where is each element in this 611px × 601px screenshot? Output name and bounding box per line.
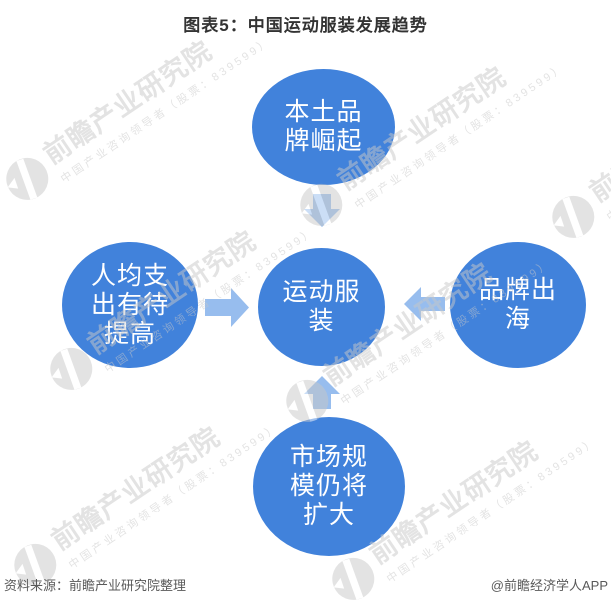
- left-arrow-shape: [404, 287, 445, 321]
- watermark-subtext: 中国产业咨询领导者（股票：839599）: [58, 35, 274, 186]
- diagram-node-bottom: 市场规 模仍将 扩大: [253, 417, 405, 556]
- diagram-node-top: 本土品 牌崛起: [252, 69, 395, 185]
- watermark-text: 前瞻产业研究院: [46, 421, 226, 556]
- chart-title: 图表5：中国运动服装发展趋势: [183, 16, 428, 35]
- diagram-node-center: 运动服 装: [258, 248, 385, 366]
- left-arrow-icon: [404, 287, 445, 321]
- up-arrow-shape: [304, 376, 340, 409]
- right-arrow-shape: [205, 288, 249, 327]
- watermark: 前瞻产业研究院 中国产业咨询领导者（股票：839599）: [2, 385, 282, 600]
- watermark-subtext: 中国产业咨询领导者（股票：839599）: [66, 421, 282, 572]
- watermark-text: 前瞻产业研究院: [584, 73, 611, 208]
- down-arrow-shape: [304, 194, 340, 227]
- right-arrow-icon: [205, 288, 249, 327]
- up-arrow-icon: [304, 376, 340, 409]
- watermark-subtext: 中国产业咨询领导者（股票：839599）: [384, 435, 600, 586]
- credit-note: @前瞻经济学人APP: [490, 578, 608, 593]
- qianzhan-logo-icon: [332, 557, 374, 600]
- qianzhan-logo-icon: [5, 157, 48, 200]
- source-note: 资料来源：前瞻产业研究院整理: [4, 578, 187, 593]
- watermark: 前瞻产业研究院 中国产业咨询领导者（股票：839599）: [540, 37, 611, 252]
- down-arrow-icon: [304, 194, 340, 227]
- diagram-node-right: 品牌出 海: [450, 242, 586, 368]
- qianzhan-logo-icon: [552, 195, 594, 238]
- diagram-node-left: 人均支 出有待 提高: [62, 242, 198, 368]
- watermark-subtext: 中国产业咨询领导者（股票：839599）: [604, 73, 611, 224]
